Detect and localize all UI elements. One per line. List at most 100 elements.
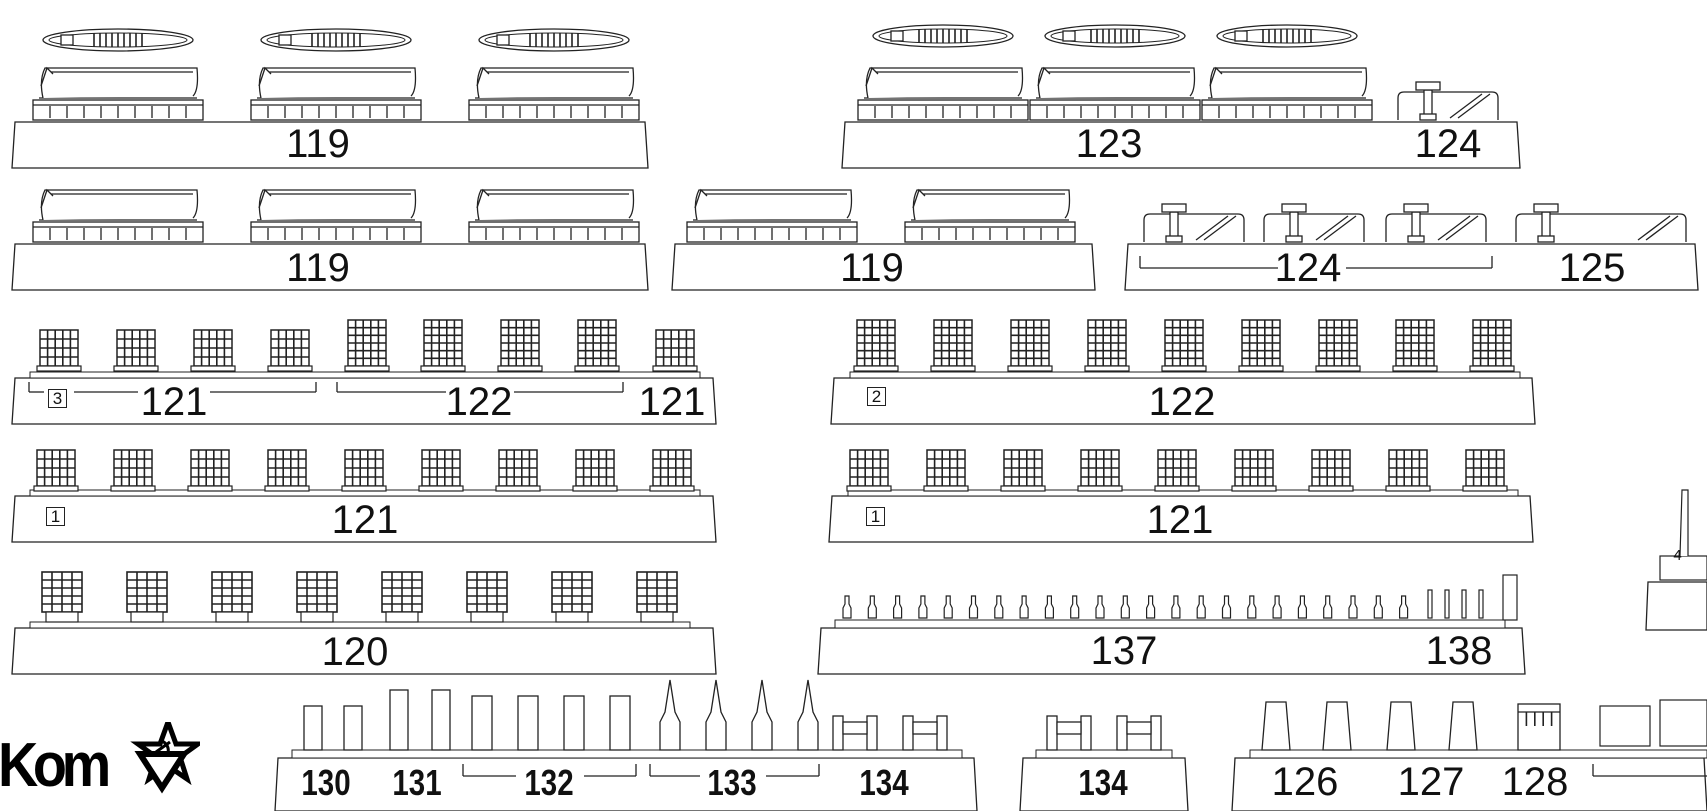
part-label-119-mid: 119 [840,246,904,290]
cone-0 [1261,701,1291,751]
fuse-138-1 [1444,589,1450,619]
part-label-121-c: 121 [331,498,399,542]
fuse-137-7 [1019,595,1029,619]
cone-1 [1322,701,1352,751]
rack-121-b-foot [652,365,698,372]
gun-124-0-frame [1143,213,1245,242]
boat-side-b-0-hull [865,67,1024,99]
shell-133-2 [751,679,773,751]
fuse-137-16 [1247,595,1257,619]
base-124-125 [1124,243,1699,291]
rack-122-b-1-foot [930,365,976,372]
part-label-128: 128 [1501,760,1569,804]
boat-side-l-0-hull [40,189,199,221]
gun-124-top-gun [1415,81,1441,91]
part-label-122-b: 122 [1148,380,1216,424]
fuse-137-8 [1044,595,1054,619]
hoist-134b-bar-1 [1126,721,1152,735]
fuse-138-2 [1461,589,1467,619]
hoist-134b-post-1 [1150,715,1162,751]
rack-121-c-6-foot [495,485,541,492]
fuse-137-9 [1070,595,1080,619]
boat-top-2-seat [496,34,510,46]
part-label-124-top: 124 [1414,122,1482,166]
boat-top-b-2-seat [1234,30,1248,42]
shell-130-a [303,705,323,751]
base-137-138 [817,627,1526,675]
boat-side-m-1-bow-detail [912,188,926,209]
rack-122-a-2-foot [497,365,543,372]
hoist-134-bar-0 [842,721,868,735]
boat-side-top-2-bow-detail [476,66,490,87]
part-label-120: 120 [321,630,389,674]
fuse-137-12 [1146,595,1156,619]
base-119-left [11,243,649,291]
rack-121-d-4-foot [1154,485,1200,492]
shell-133-0 [659,679,681,751]
gun-124-2-brace [1437,215,1471,241]
fuse-137-20 [1348,595,1358,619]
boat-side-top-0-bow-detail [40,66,54,87]
rack-121-d-0-foot [846,485,892,492]
part-label-131: 131 [392,762,442,803]
quantity-box-3: 3 [48,389,67,408]
gun-124-2-frame [1385,213,1487,242]
base-123-124 [841,121,1521,169]
fuse-137-13 [1171,595,1181,619]
boat-top-1-seat [278,34,292,46]
part-label-121-b: 121 [638,380,706,424]
fuse-137-22 [1399,595,1409,619]
gun-125-brace [1645,215,1679,241]
boat-side-top-2-hull [476,67,635,99]
rack-121-c-1-foot [110,485,156,492]
gun-125-frame [1515,213,1687,242]
quantity-box-1-left: 1 [46,507,65,526]
fitting-128 [1517,703,1561,751]
shell-131-b [431,689,451,751]
rack-122-b-7-foot [1392,365,1438,372]
rack-120-foot-4 [385,611,419,623]
boat-side-b-1-hull [1037,67,1196,99]
part-label-127: 127 [1397,760,1465,804]
boat-side-m-0-bow-detail [694,188,708,209]
rack-121-c-8-foot [649,485,695,492]
part-label-134-a: 134 [859,762,909,803]
rack-121-d-3-foot [1077,485,1123,492]
rack-120-foot-6 [555,611,589,623]
part-label-130: 130 [301,762,351,803]
part-label-133: 133 [707,762,757,803]
boat-side-b-2-hull [1209,67,1368,99]
rack-122-b-8-foot [1469,365,1515,372]
gun-124-0-gun [1161,203,1187,213]
fuse-138-tall [1502,574,1518,621]
gun-124-1-gun [1281,203,1307,213]
boat-side-top-1-hull [258,67,417,99]
gun-125-gun [1533,203,1559,213]
fuse-137-6 [994,595,1004,619]
boat-side-l-2-hull [476,189,635,221]
rack-120-foot-2 [215,611,249,623]
plate-top-3a [29,371,701,379]
quantity-box-2: 2 [867,387,886,406]
fuse-137-21 [1373,595,1383,619]
rack-122-b-3-foot [1084,365,1130,372]
rack-122-a-0-foot [344,365,390,372]
fuse-137-4 [943,595,953,619]
gun-124-0-brace [1195,215,1229,241]
rack-121-c-7-foot [572,485,618,492]
gun-125-foot [1537,235,1555,243]
fuse-137-15 [1221,595,1232,619]
mast-partial [1679,489,1689,557]
quantity-box-1-right: 1 [866,507,885,526]
boat-side-top-0-hull [40,67,199,99]
machine-partial-a [1599,705,1651,747]
base-119-mid [671,243,1096,291]
rack-121-c-5-foot [418,485,464,492]
part-label-125: 125 [1558,246,1626,290]
rack-120-foot-1 [130,611,164,623]
rack-121-a-1-foot [113,365,159,372]
shell-132-3 [609,695,631,751]
gun-124-1-foot [1285,235,1303,243]
mount-partial [1659,555,1707,581]
